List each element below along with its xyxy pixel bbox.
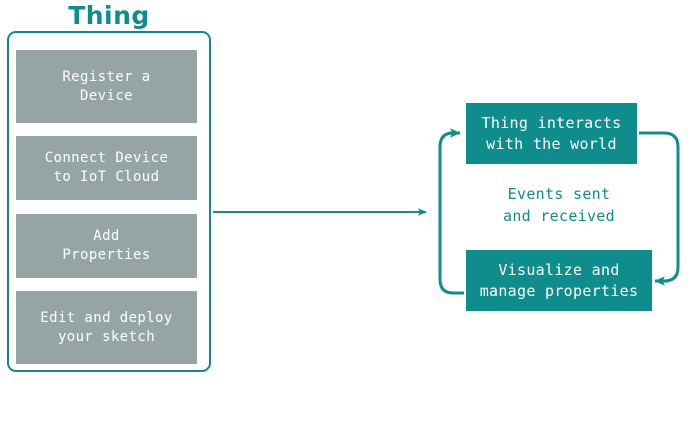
- arrow-cycle-bottom-to-top: [438, 128, 464, 295]
- page-title: Thing: [68, 1, 150, 30]
